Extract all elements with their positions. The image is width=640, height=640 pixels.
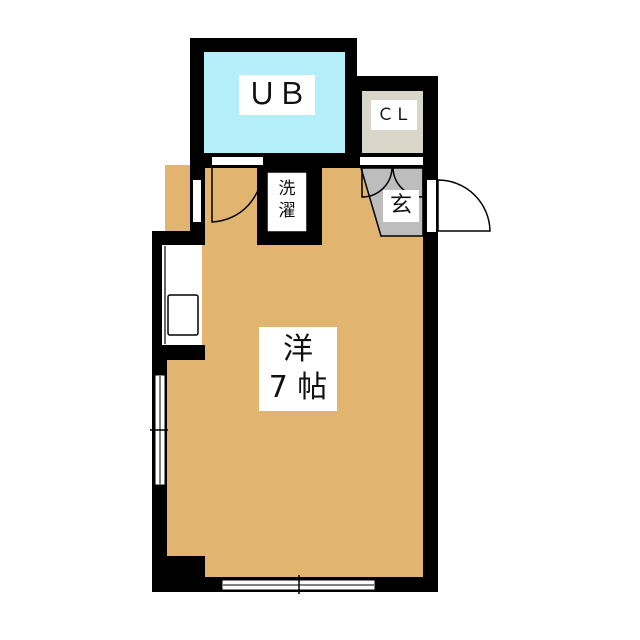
kitchen-wall-top <box>152 231 205 245</box>
bath-label: ＵＢ <box>239 75 315 115</box>
western-room-label-1: 洋 <box>259 327 337 369</box>
entrance-door-opening <box>427 180 436 232</box>
right-wall <box>423 76 438 592</box>
closet-door[interactable] <box>360 157 425 165</box>
corner-pillar <box>152 556 205 592</box>
kitchen-wall-bottom <box>152 345 205 360</box>
entrance-door-swing[interactable] <box>437 179 491 232</box>
western-room-label-2: 7 帖 <box>259 369 337 411</box>
closet-label: ＣＬ <box>371 100 417 130</box>
bath-door[interactable] <box>212 157 263 165</box>
laundry-label-1: 洗 <box>272 180 302 199</box>
laundry-label-2: 濯 <box>272 202 302 221</box>
entrance-label: 玄 <box>383 190 419 222</box>
closet-door-swing <box>361 167 424 198</box>
sink <box>167 294 199 336</box>
upper-left-window <box>193 180 201 222</box>
